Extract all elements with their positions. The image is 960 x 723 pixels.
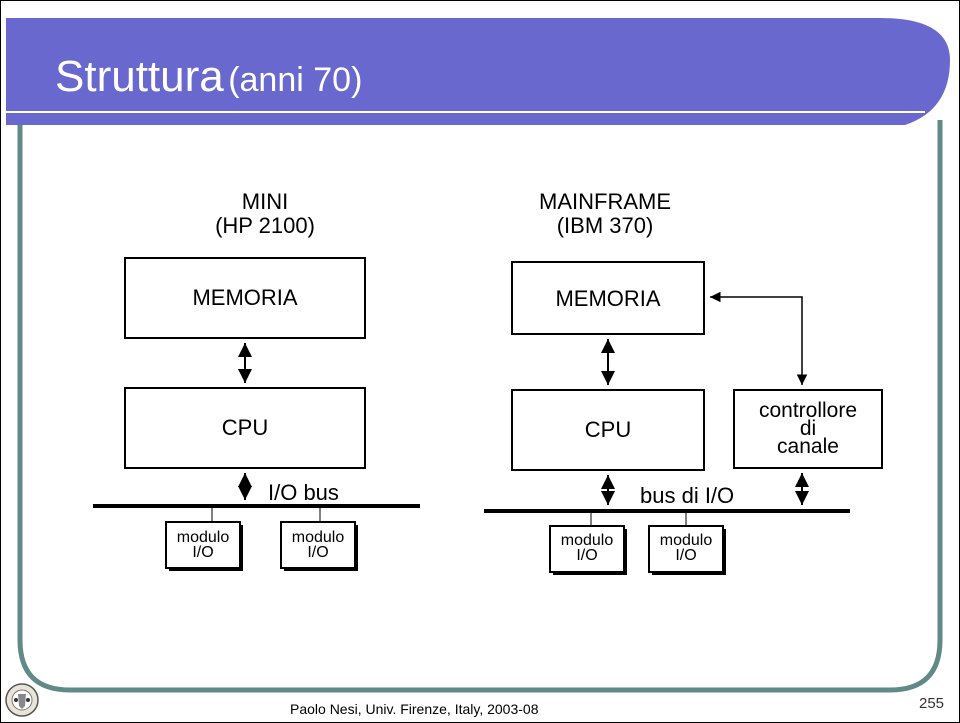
- module-line1: modulo: [560, 532, 614, 549]
- mini-memory-box: [124, 257, 366, 339]
- channel-line2: di: [799, 417, 817, 440]
- slide-footer: Paolo Nesi, Univ. Firenze, Italy, 2003-0…: [290, 701, 539, 717]
- content-frame: [17, 110, 943, 693]
- mainframe-cpu-label: CPU: [584, 417, 632, 442]
- mini-bus-label: I/O bus: [268, 480, 339, 505]
- module-line2: I/O: [576, 547, 598, 564]
- title-suffix: (anni 70): [228, 61, 363, 99]
- mini-heading-line2: (HP 2100): [215, 213, 315, 238]
- module-line2: I/O: [192, 544, 214, 561]
- mainframe-module-label-2: modulo I/O: [649, 532, 723, 564]
- mainframe-module-label-1: modulo I/O: [550, 532, 624, 564]
- mini-cpu-box: [124, 387, 366, 469]
- mainframe-channel-label: controllore di canale: [734, 399, 882, 458]
- mainframe-memory-box: [511, 261, 705, 335]
- mini-module-label-2: modulo I/O: [281, 529, 355, 561]
- mini-memory-label: MEMORIA: [192, 285, 298, 310]
- mainframe-heading-line1: MAINFRAME: [539, 189, 671, 214]
- module-line2: I/O: [675, 547, 697, 564]
- mainframe-heading: MAINFRAME (IBM 370): [535, 190, 675, 238]
- mini-heading-line1: MINI: [241, 189, 289, 214]
- mini-module-box-2: [280, 521, 356, 569]
- mainframe-cpu-box: [511, 389, 705, 471]
- channel-line3: canale: [777, 435, 839, 458]
- mainframe-heading-line2: (IBM 370): [556, 213, 654, 238]
- mainframe-channel-memory-arrow: [710, 291, 808, 385]
- module-line2: I/O: [307, 544, 329, 561]
- page-number: 255: [919, 695, 945, 712]
- mainframe-module-box-2: [648, 525, 724, 573]
- channel-line1: controllore: [758, 399, 858, 422]
- mainframe-module-box-1: [549, 525, 625, 573]
- mini-heading: MINI (HP 2100): [215, 190, 315, 238]
- mainframe-bus-label: bus di I/O: [640, 483, 735, 508]
- university-seal-icon: [5, 683, 39, 717]
- mini-cpu-label: CPU: [221, 415, 269, 440]
- mainframe-channel-box: [733, 389, 883, 469]
- mainframe-memory-label: MEMORIA: [555, 286, 661, 311]
- title-bar: [6, 18, 950, 125]
- module-line1: modulo: [291, 529, 345, 546]
- slide-title: Struttura (anni 70): [55, 52, 362, 102]
- module-line1: modulo: [659, 532, 713, 549]
- mini-module-box-1: [165, 521, 241, 569]
- mini-module-label-1: modulo I/O: [166, 529, 240, 561]
- title-main: Struttura: [55, 52, 224, 101]
- module-line1: modulo: [176, 529, 230, 546]
